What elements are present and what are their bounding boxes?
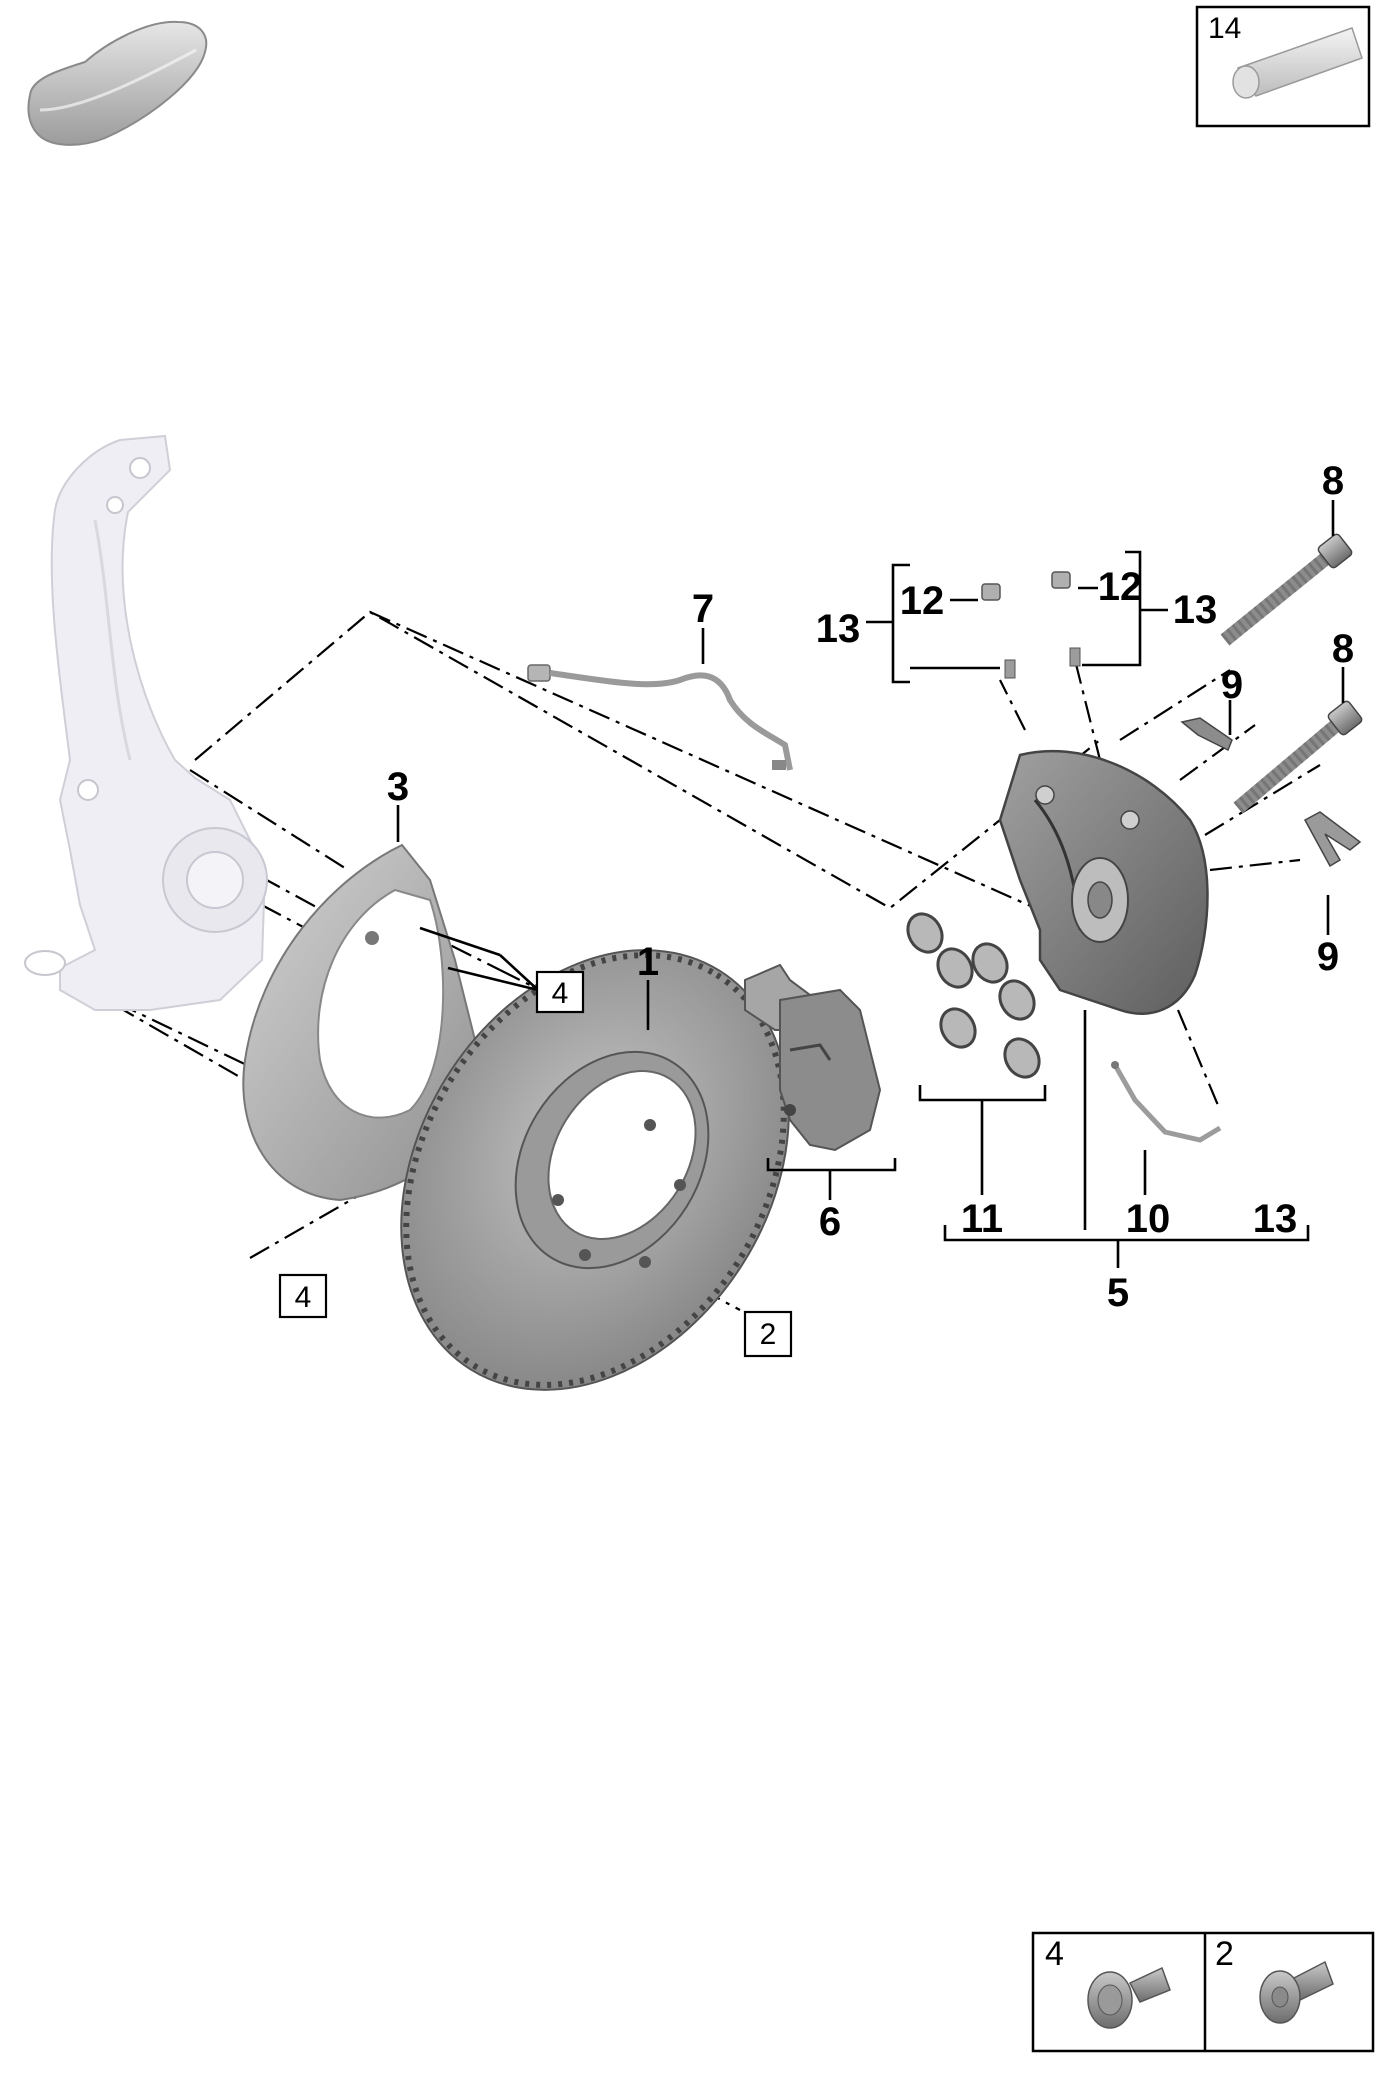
caliper-bolt-lower xyxy=(1233,700,1363,814)
callout-bolt-lower: 8 xyxy=(1332,627,1354,671)
brake-line xyxy=(1111,1061,1222,1143)
callout-clip-lower: 9 xyxy=(1317,935,1339,979)
grease-tube-icon xyxy=(1232,27,1363,99)
callout-kit-right: 13 xyxy=(1173,588,1218,632)
callout-small-parts: 13 xyxy=(1253,1197,1298,1241)
legend-screw-number: 2 xyxy=(1215,1935,1234,1973)
flange-bolt-icon xyxy=(1087,1966,1171,2029)
leader-lines xyxy=(396,500,1345,1268)
callout-pads: 6 xyxy=(819,1200,841,1244)
svg-text:4: 4 xyxy=(295,1281,312,1314)
callout-bleeder-right: 12 xyxy=(1098,565,1143,609)
callout-bleeder-left: 12 xyxy=(900,579,945,623)
disc-screw-ref: 2 xyxy=(743,1310,793,1358)
callout-kit-left: 13 xyxy=(816,607,861,651)
brake-caliper xyxy=(998,749,1209,1015)
brake-disc xyxy=(400,949,790,1391)
fastener-legend: 4 2 xyxy=(1031,1931,1375,2053)
lubricant-ref-number: 14 xyxy=(1208,12,1241,45)
car-silhouette-icon xyxy=(27,20,208,146)
callout-shield: 3 xyxy=(387,765,409,809)
retaining-clip-lower xyxy=(1303,811,1362,868)
callout-caliper-assembly: 5 xyxy=(1107,1271,1129,1315)
callout-wear-sensor: 7 xyxy=(692,587,714,631)
callout-bolt-upper: 8 xyxy=(1322,459,1344,503)
callout-disc: 1 xyxy=(637,940,659,984)
brake-pads xyxy=(744,963,882,1152)
svg-text:4: 4 xyxy=(552,977,569,1010)
caliper-bolt-upper xyxy=(1220,533,1353,646)
steering-knuckle xyxy=(24,434,268,1011)
callout-brake-line: 10 xyxy=(1126,1197,1171,1241)
piston-seals xyxy=(906,912,1041,1079)
countersunk-screw-icon xyxy=(1259,1960,1334,2024)
lubricant-reference-box: 14 xyxy=(1195,5,1371,128)
svg-text:2: 2 xyxy=(760,1318,777,1351)
callout-clip-upper: 9 xyxy=(1221,663,1243,707)
callout-seals: 11 xyxy=(961,1197,1003,1241)
wear-sensor xyxy=(527,664,793,771)
shield-bolt-ref-lower: 4 xyxy=(278,1273,328,1319)
shield-bolt-ref-upper: 4 xyxy=(535,970,585,1014)
retaining-clip-upper xyxy=(1180,717,1233,752)
legend-bolt-number: 4 xyxy=(1045,1935,1064,1973)
bleeder-valve-left xyxy=(981,583,1016,679)
bleeder-valve-right xyxy=(1051,571,1081,667)
